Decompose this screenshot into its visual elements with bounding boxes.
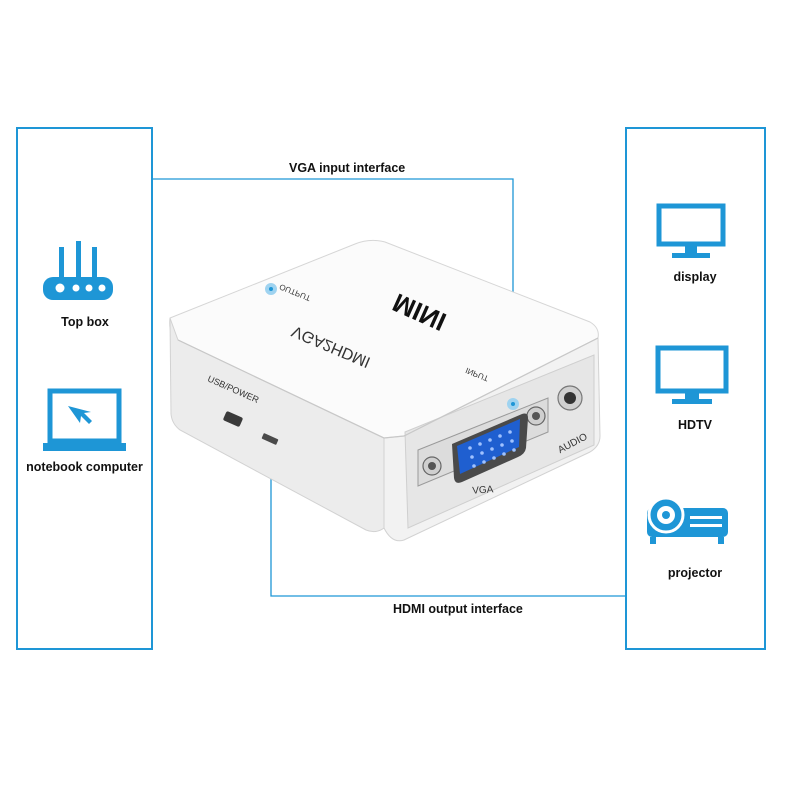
vga-input-label: VGA input interface bbox=[289, 161, 406, 175]
vga-port bbox=[417, 397, 549, 487]
display-label-display: display bbox=[673, 270, 717, 284]
source-label-top-box: Top box bbox=[61, 315, 109, 329]
side-switch bbox=[261, 433, 279, 445]
display-label-projector: projector bbox=[667, 566, 723, 580]
source-panel bbox=[16, 127, 153, 650]
input-dot bbox=[507, 398, 519, 410]
source-label-notebook: notebook computer bbox=[26, 460, 143, 474]
usb-port bbox=[223, 411, 243, 427]
audio-port bbox=[557, 385, 583, 411]
hdmi-output-label: HDMI output interface bbox=[393, 602, 523, 616]
display-label-hdtv: HDTV bbox=[677, 418, 713, 432]
output-dot bbox=[265, 283, 277, 295]
converter-device: MINI VGA2HDMI OUTPUT INPUT USB/POWER VGA… bbox=[169, 239, 601, 542]
vga-port-text: VGA bbox=[472, 484, 494, 496]
